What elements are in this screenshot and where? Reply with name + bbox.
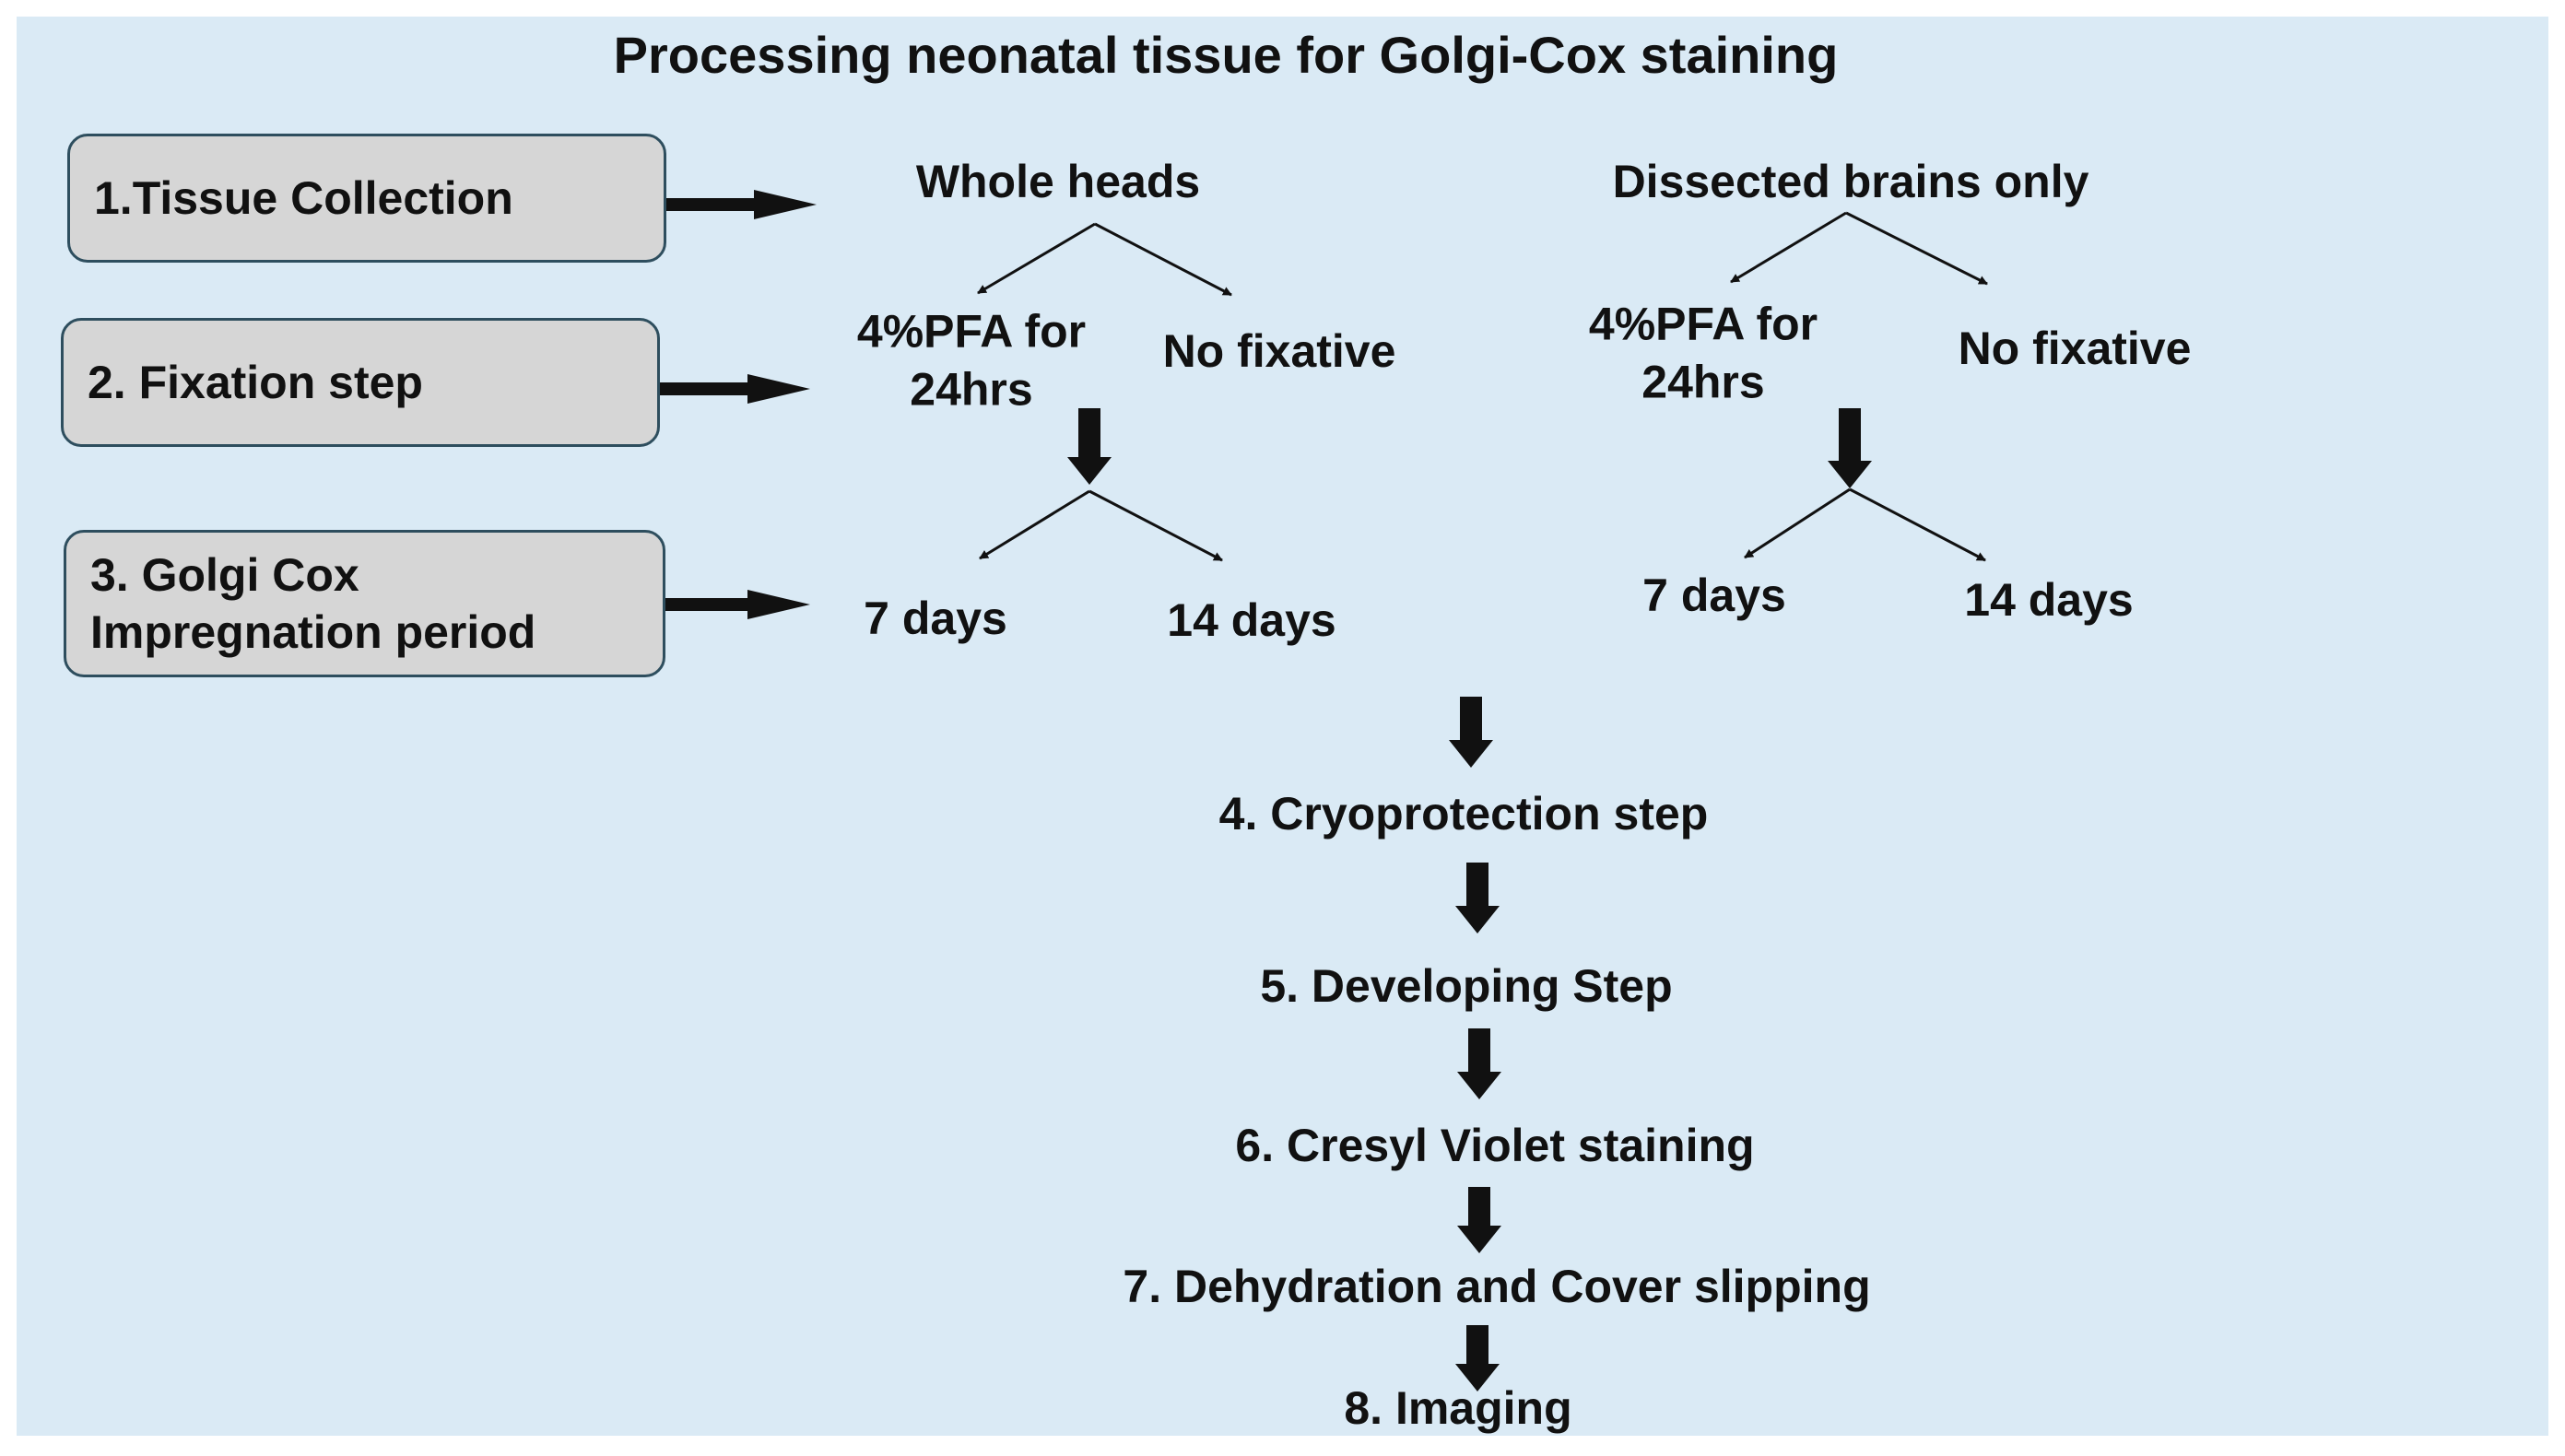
diagram-title: Processing neonatal tissue for Golgi-Cox… <box>613 26 1839 84</box>
step2-arrow <box>660 374 810 404</box>
step-box-tissue-collection: 1.Tissue Collection <box>67 134 666 263</box>
pipeline-arrow-5 <box>1455 1325 1500 1391</box>
pipeline-step-developing: 5. Developing Step <box>1260 959 1673 1012</box>
pipeline-step-cryoprotection: 4. Cryoprotection step <box>1218 787 1709 840</box>
pipeline-arrow-3 <box>1457 1028 1501 1099</box>
dissected-no-fixative-label: No fixative <box>1958 322 2192 374</box>
pipeline-arrow-4 <box>1457 1187 1501 1253</box>
pipeline-arrow-1 <box>1449 697 1493 768</box>
pipeline-arrow-2 <box>1455 863 1500 933</box>
dissected-14-days-label: 14 days <box>1964 573 2134 626</box>
dissected-7-days-label: 7 days <box>1642 569 1786 621</box>
whole-heads-split-lines <box>977 222 1232 297</box>
dissected-brains-label: Dissected brains only <box>1612 155 2089 207</box>
connector-layer <box>660 190 1988 1391</box>
step-box-fixation: 2. Fixation step <box>61 318 660 447</box>
pipeline-step-imaging: 8. Imaging <box>1344 1381 1572 1434</box>
step1-arrow <box>666 190 817 219</box>
whole-heads-pfa-label: 4%PFA for 24hrs <box>856 305 1087 416</box>
pipeline-step-cresyl-violet: 6. Cresyl Violet staining <box>1235 1119 1755 1171</box>
whole-heads-down-arrow <box>1067 408 1112 485</box>
pipeline-step-dehydration: 7. Dehydration and Cover slipping <box>1123 1260 1871 1312</box>
whole-heads-no-fixative-label: No fixative <box>1162 324 1396 377</box>
dissected-days-split-lines <box>1744 487 1986 562</box>
step3-arrow <box>660 590 810 619</box>
step-label: 2. Fixation step <box>88 356 423 408</box>
whole-heads-days-split-lines <box>979 489 1223 562</box>
diagram-canvas: Processing neonatal tissue for Golgi-Cox… <box>17 17 2548 1436</box>
dissected-pfa-label: 4%PFA for 24hrs <box>1588 298 1818 408</box>
whole-heads-7-days-label: 7 days <box>864 592 1007 644</box>
dissected-split-lines <box>1730 211 1988 286</box>
whole-heads-label: Whole heads <box>915 155 1201 207</box>
step-label: 1.Tissue Collection <box>94 171 513 224</box>
step-box-impregnation: 3. Golgi Cox Impregnation period <box>64 530 665 677</box>
dissected-down-arrow <box>1828 408 1872 488</box>
step-label: 3. Golgi Cox Impregnation period <box>90 548 536 659</box>
whole-heads-14-days-label: 14 days <box>1167 593 1336 646</box>
